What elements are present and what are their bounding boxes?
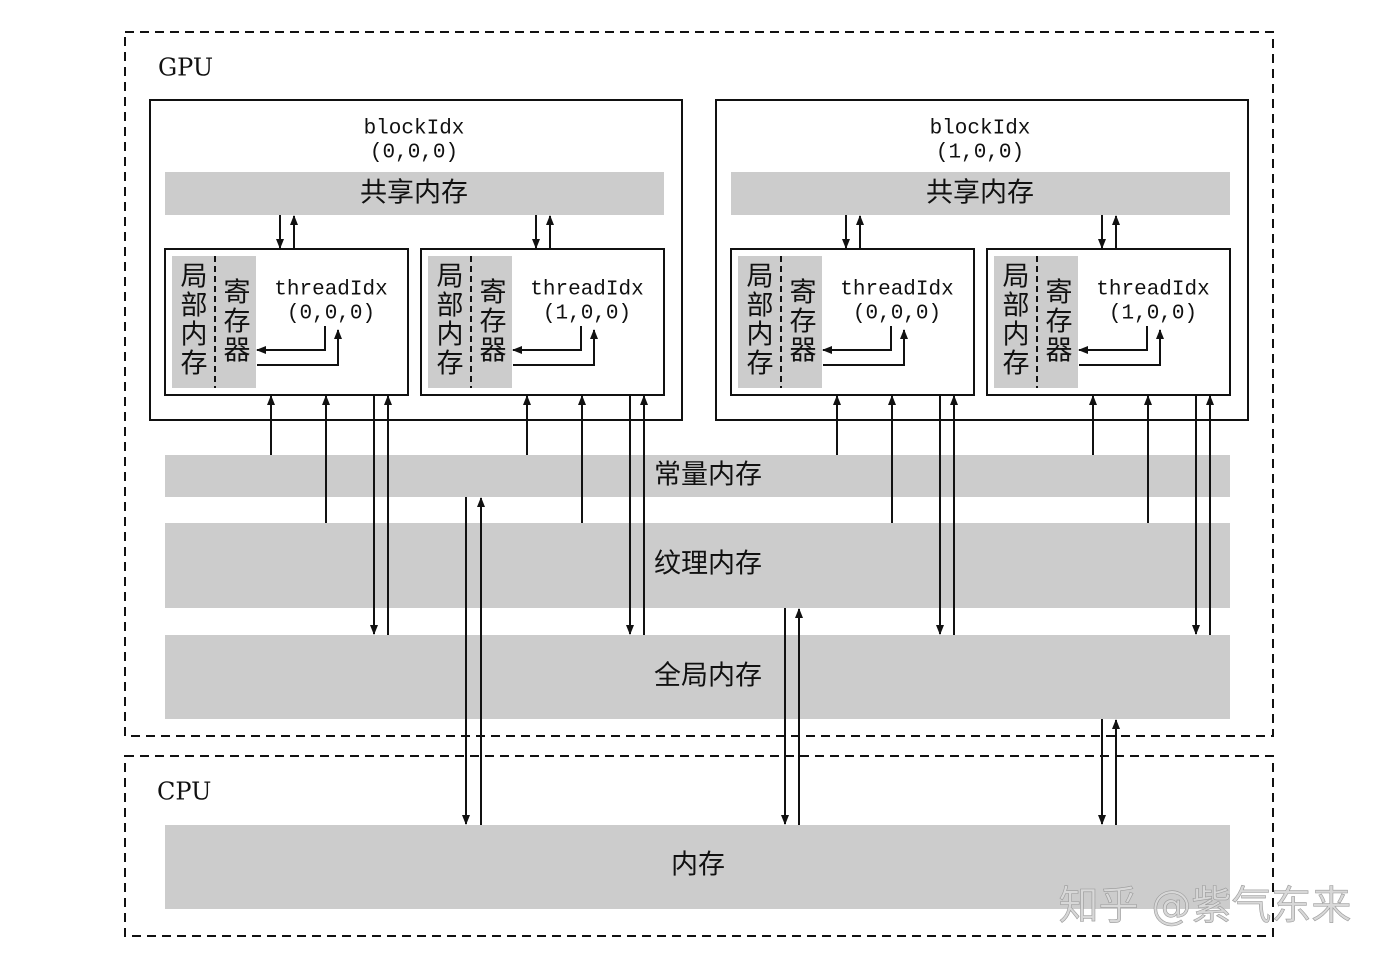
shared-memory-bar	[731, 172, 1230, 215]
register-char: 存	[480, 307, 507, 338]
watermark-text: 知乎 @紫气东来	[1059, 883, 1352, 929]
register-char: 器	[480, 336, 507, 367]
local-memory-char: 部	[747, 291, 774, 322]
register-char: 寄	[480, 278, 507, 309]
shared-memory-label: 共享内存	[360, 178, 468, 209]
register-to-thread-arrow	[822, 326, 892, 354]
block-idx-value: (1,0,0)	[936, 142, 1024, 165]
thread-idx-value: (0,0,0)	[853, 303, 941, 326]
texture-memory-bar	[165, 523, 1230, 608]
local-memory-char: 局	[437, 262, 464, 293]
register-char: 存	[790, 307, 817, 338]
host-memory-label: 内存	[671, 850, 725, 881]
local-memory-char: 内	[747, 320, 774, 351]
block-idx-value: (0,0,0)	[370, 142, 458, 165]
local-memory-char: 内	[1003, 320, 1030, 351]
block-idx-title: blockIdx	[930, 118, 1031, 141]
register-char: 器	[224, 336, 251, 367]
local-memory-char: 部	[1003, 291, 1030, 322]
register-to-thread-arrow	[512, 326, 582, 354]
local-memory-char: 部	[181, 291, 208, 322]
local-memory-char: 内	[181, 320, 208, 351]
thread-idx-value: (0,0,0)	[287, 303, 375, 326]
local-memory-char: 存	[181, 349, 208, 380]
thread-idx-title: threadIdx	[274, 279, 387, 302]
constant-memory-label: 常量内存	[654, 460, 762, 491]
constant-memory-bar	[165, 455, 1230, 497]
thread-idx-value: (1,0,0)	[1109, 303, 1197, 326]
cpu-label: CPU	[157, 778, 211, 806]
local-memory-char: 存	[437, 349, 464, 380]
gpu-label: GPU	[158, 54, 213, 82]
gpu-container	[124, 31, 1274, 737]
thread-idx-title: threadIdx	[530, 279, 643, 302]
texture-memory-label: 纹理内存	[654, 549, 762, 580]
thread-idx-title: threadIdx	[840, 279, 953, 302]
register-to-thread-arrow	[1078, 326, 1148, 354]
thread-idx-title: threadIdx	[1096, 279, 1209, 302]
thread-to-register-arrow	[1079, 329, 1164, 366]
local-memory-char: 部	[437, 291, 464, 322]
cpu-container	[124, 755, 1274, 937]
local-memory-char: 存	[1003, 349, 1030, 380]
local-memory-char: 存	[747, 349, 774, 380]
shared-memory-bar	[165, 172, 664, 215]
thread-to-register-arrow	[257, 329, 342, 366]
host-memory-bar	[165, 825, 1230, 909]
register-char: 器	[790, 336, 817, 367]
register-char: 寄	[224, 278, 251, 309]
register-to-thread-arrow	[256, 326, 326, 354]
thread-to-register-arrow	[823, 329, 908, 366]
local-memory-char: 内	[437, 320, 464, 351]
local-memory-char: 局	[1003, 262, 1030, 293]
shared-memory-label: 共享内存	[926, 178, 1034, 209]
thread-to-register-arrow	[513, 329, 598, 366]
local-memory-char: 局	[747, 262, 774, 293]
register-char: 器	[1046, 336, 1073, 367]
global-memory-label: 全局内存	[654, 661, 762, 692]
block-idx-title: blockIdx	[364, 118, 465, 141]
register-char: 存	[1046, 307, 1073, 338]
thread-idx-value: (1,0,0)	[543, 303, 631, 326]
global-memory-bar	[165, 635, 1230, 719]
local-memory-char: 局	[181, 262, 208, 293]
register-char: 寄	[1046, 278, 1073, 309]
register-char: 存	[224, 307, 251, 338]
register-char: 寄	[790, 278, 817, 309]
